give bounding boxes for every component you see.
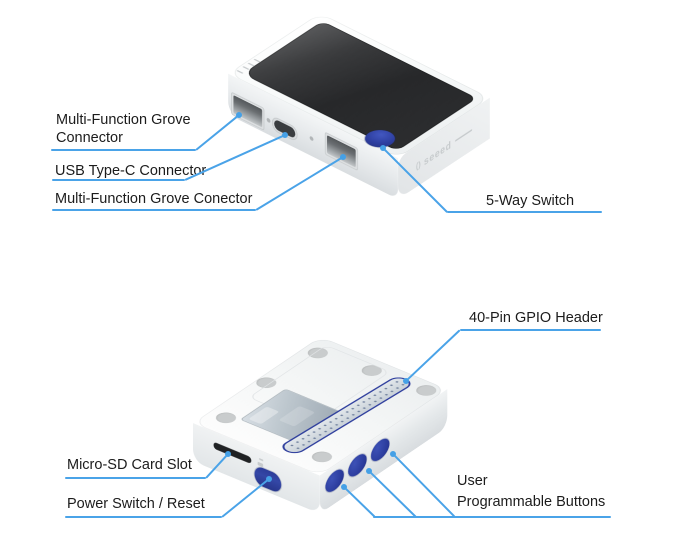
label-grove-top: Multi-Function Grove Connector <box>56 111 191 147</box>
label-micro-sd: Micro-SD Card Slot <box>67 457 192 473</box>
callout-line-user-buttons <box>373 516 611 518</box>
rubber-foot <box>211 410 241 426</box>
label-user-buttons: User Programmable Buttons <box>457 472 605 511</box>
device-back-view <box>193 336 448 514</box>
callout-dot-user-button1 <box>341 484 347 490</box>
callout-dot-gpio <box>403 378 409 384</box>
callout-line-grove-top-diagonal <box>195 114 240 151</box>
label-user-buttons-line1: User <box>457 473 488 489</box>
seeed-brand-text: seeed <box>424 137 452 168</box>
seeed-leaf-icon: () <box>415 158 421 172</box>
callout-line-gpio-diagonal <box>405 329 461 382</box>
vent-mark <box>247 62 256 67</box>
callout-line-usb-c <box>52 179 185 181</box>
callout-dot-user-button3 <box>390 451 396 457</box>
callout-line-five-way <box>447 211 602 213</box>
callout-line-user-button2-diagonal <box>368 470 417 518</box>
label-usb-c: USB Type-C Connector <box>55 163 207 179</box>
callout-dot-micro-sd <box>225 451 231 457</box>
seeed-logo-dash <box>454 129 472 143</box>
callout-dot-five-way <box>380 145 386 151</box>
user-button-1 <box>325 465 344 497</box>
window-highlight <box>278 405 316 427</box>
label-five-way-switch: 5-Way Switch <box>486 193 575 209</box>
callout-line-micro-sd <box>65 477 206 479</box>
vent-mark <box>236 69 244 74</box>
window-highlight <box>248 406 280 425</box>
user-button-2 <box>348 449 367 481</box>
label-power-switch: Power Switch / Reset <box>67 496 205 512</box>
callout-dot-power <box>266 476 272 482</box>
callout-dot-grove-bottom <box>340 154 346 160</box>
label-grove-top-line1: Multi-Function Grove <box>56 112 191 128</box>
label-gpio-header: 40-Pin GPIO Header <box>469 310 603 326</box>
callout-line-power <box>65 516 222 518</box>
screw-hole <box>309 135 314 142</box>
callout-line-power-diagonal <box>221 478 270 518</box>
callout-line-user-button3-diagonal <box>392 453 456 518</box>
callout-line-grove-top <box>51 149 196 151</box>
device-front-view: () seeed <box>228 13 490 200</box>
callout-line-user-button1-diagonal <box>343 486 376 518</box>
rubber-foot <box>307 449 337 465</box>
vent-mark <box>253 58 261 63</box>
callout-line-gpio <box>460 329 601 331</box>
callout-dot-user-button2 <box>366 468 372 474</box>
user-button-3 <box>370 434 390 466</box>
callout-dot-usb-c <box>282 132 288 138</box>
screw-hole <box>266 117 271 124</box>
callout-dot-grove-top <box>236 112 242 118</box>
grove-connector-left <box>231 91 265 131</box>
callout-line-grove-bottom <box>52 209 256 211</box>
label-grove-top-line2: Connector <box>56 130 123 146</box>
label-grove-bottom: Multi-Function Grove Conector <box>55 191 253 207</box>
callout-line-usb-c-diagonal <box>184 133 286 181</box>
vent-mark <box>241 66 250 71</box>
label-user-buttons-line2: Programmable Buttons <box>457 494 606 510</box>
callout-line-grove-bottom-diagonal <box>255 156 344 211</box>
